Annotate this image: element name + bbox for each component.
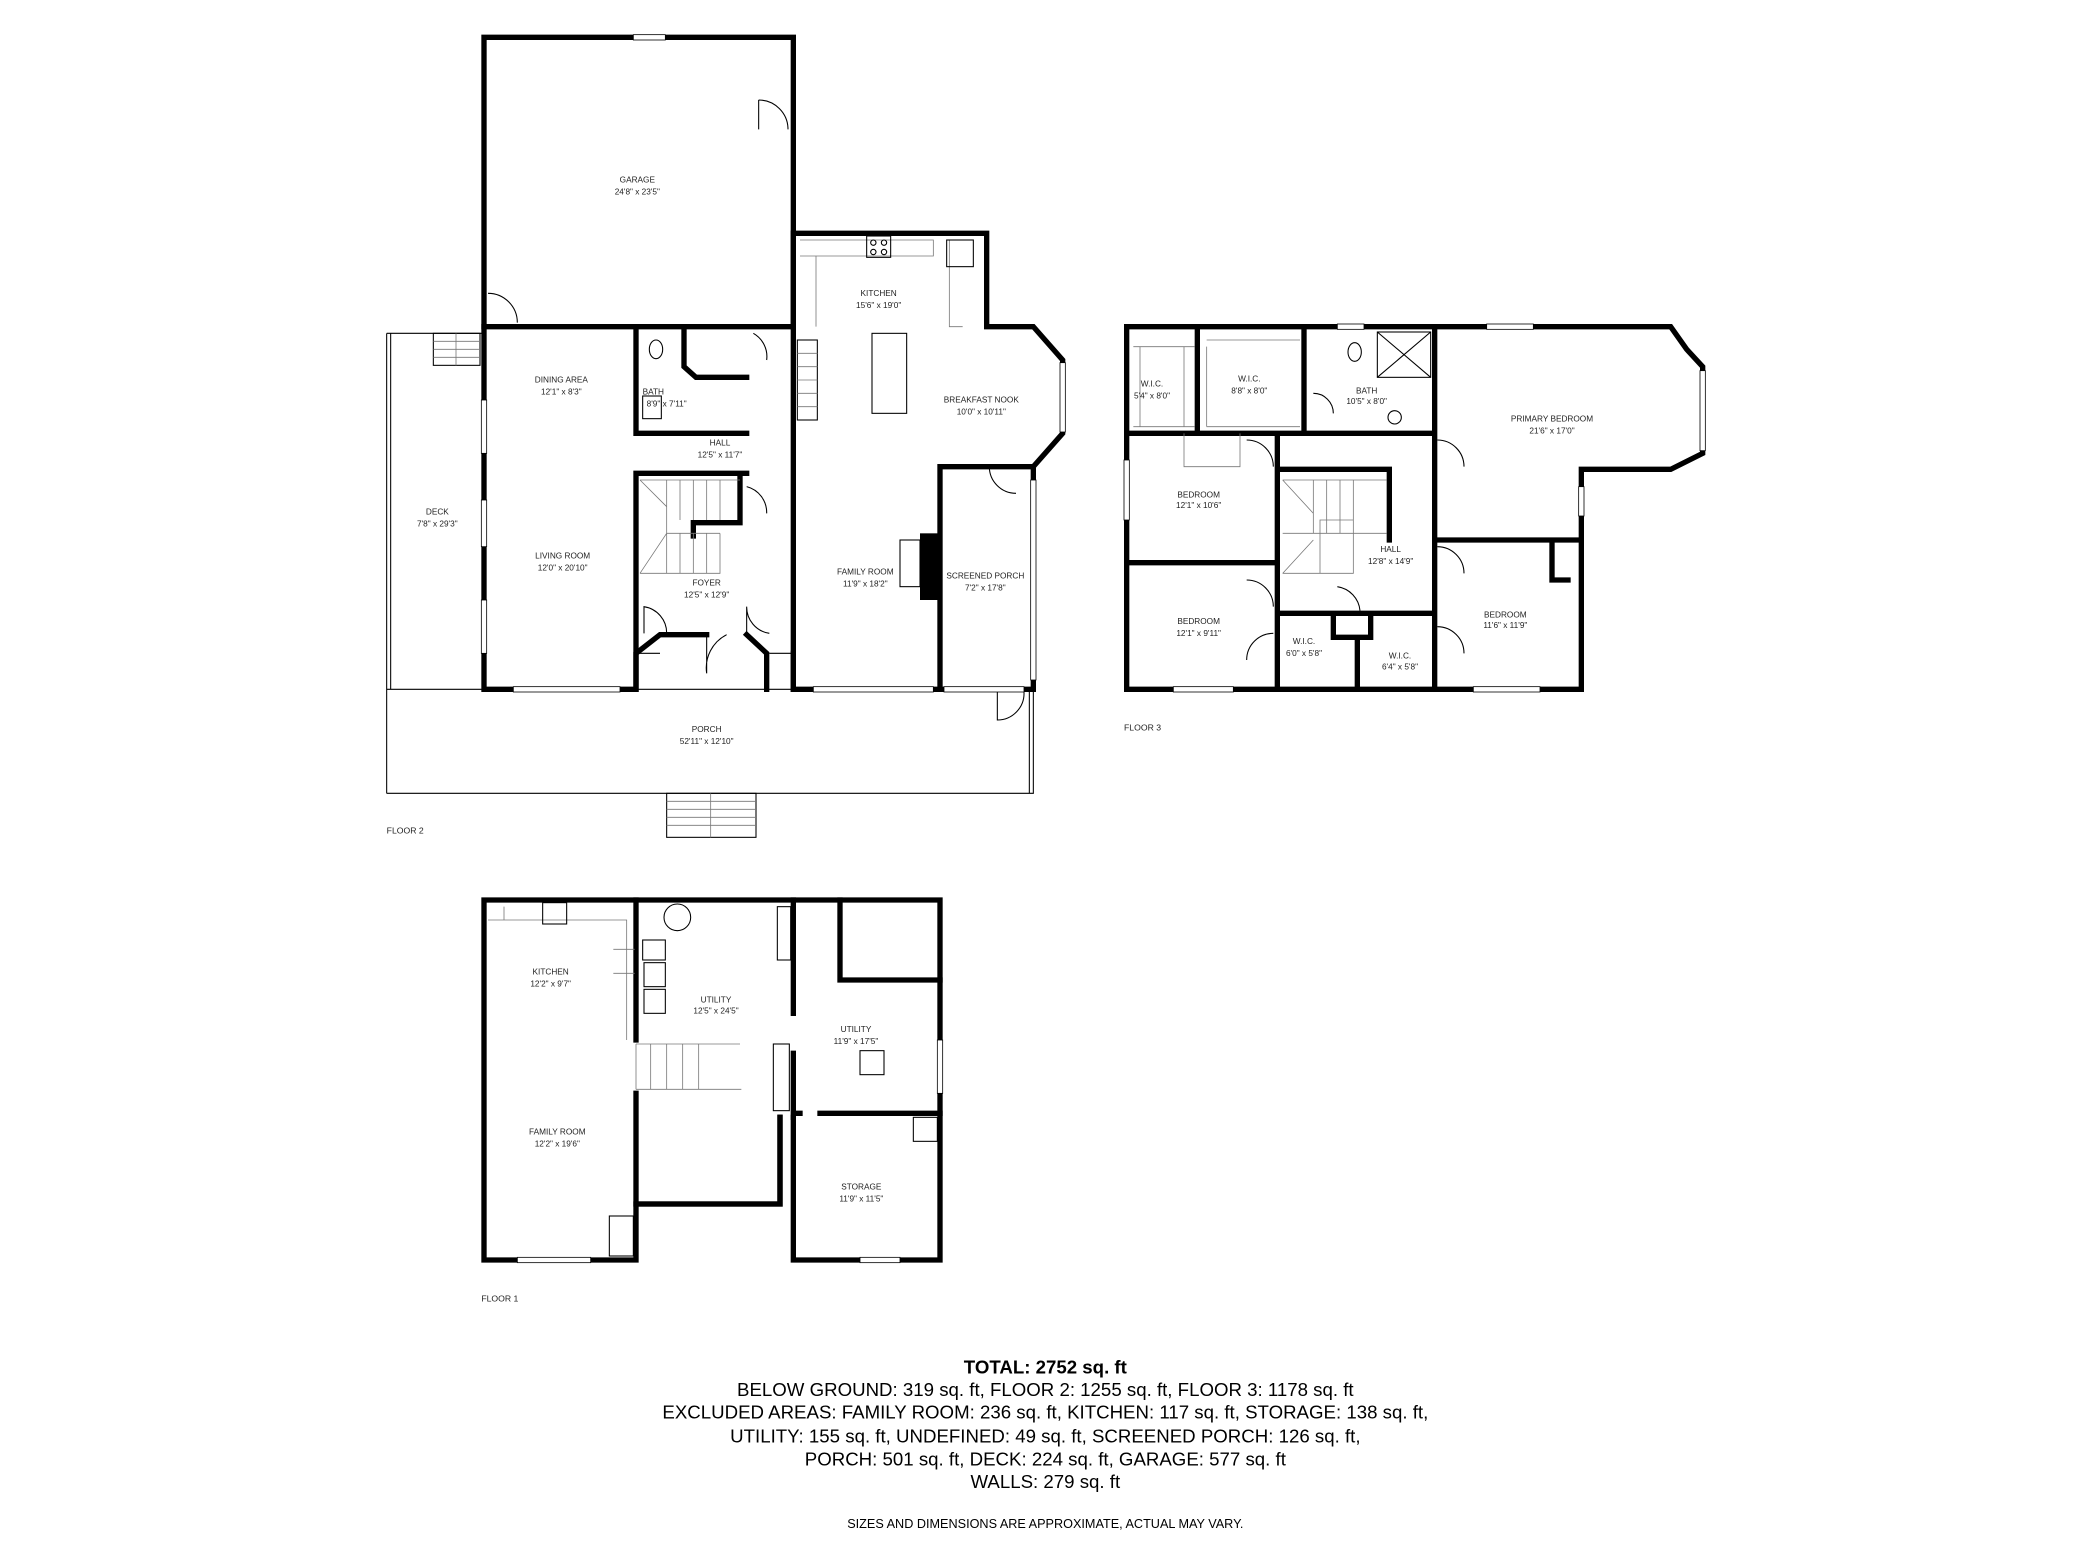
porch-steps [666,792,757,838]
room-name: BATH [1356,386,1377,395]
room-name: KITCHEN [533,968,569,977]
area-summary: TOTAL: 2752 sq. ft BELOW GROUND: 319 sq.… [662,1356,1428,1531]
room-dims: 10'5" x 8'0" [1346,397,1387,406]
room-name: DINING AREA [535,376,589,385]
floor-1-stairs [635,1043,742,1090]
floor-2-interior-walls [633,324,796,692]
floor-3-label: FLOOR 3 [1124,723,1161,733]
room-name: PRIMARY BEDROOM [1511,414,1593,423]
floor-3-plan: W.I.C. 5'4" x 8'0" W.I.C. 8'8" x 8'0" BA… [1123,323,1706,733]
basement-stove [542,902,568,925]
floor-1-plan: KITCHEN 12'2" x 9'7" UTILITY 12'5" x 24'… [481,897,944,1303]
room-dims: 11'6" x 11'9" [1483,621,1527,630]
summary-line: PORCH: 501 sq. ft, DECK: 224 sq. ft, GAR… [805,1448,1287,1469]
room-dims: 12'2" x 9'7" [530,980,571,989]
room-dims: 11'9" x 17'5" [834,1037,879,1046]
room-dims: 8'8" x 8'0" [1231,386,1267,395]
kitchen-island [871,332,908,414]
room-dims: 21'6" x 17'0" [1529,426,1574,435]
deck-outline [386,332,484,794]
room-dims: 7'2" x 17'8" [965,584,1006,593]
floor-2-outer-walls [481,230,1066,692]
floor-1-label: FLOOR 1 [481,1293,518,1303]
room-dims: 52'11" x 12'10" [680,737,734,746]
floor-2-stairs [639,479,740,574]
room-name: FAMILY ROOM [529,1128,586,1137]
room-name: HALL [710,438,731,447]
summary-line: BELOW GROUND: 319 sq. ft, FLOOR 2: 1255 … [737,1379,1354,1400]
room-name: HALL [1380,545,1401,554]
room-dims: 12'5" x 24'5" [693,1006,738,1015]
room-name: BEDROOM [1484,610,1527,619]
stove [866,235,892,258]
room-name: W.I.C. [1141,380,1163,389]
room-dims: 6'4" x 5'8" [1382,662,1418,671]
room-name: W.I.C. [1238,374,1260,383]
room-name: GARAGE [620,176,656,185]
room-dims: 12'1" x 9'11" [1176,629,1221,638]
room-name: BREAKFAST NOOK [944,396,1020,405]
floor-2-label: FLOOR 2 [387,825,424,835]
floor-1-interior-walls [633,897,943,1207]
room-dims: 7'8" x 29'3" [417,520,458,529]
room-dims: 12'8" x 14'9" [1368,557,1413,566]
deck-steps [432,332,481,366]
floor-3-interior-walls [1124,324,1584,692]
room-dims: 8'9" x 7'11" [647,400,687,409]
room-name: BEDROOM [1177,490,1220,499]
room-dims: 12'1" x 10'6" [1176,501,1221,510]
room-name: KITCHEN [861,289,897,298]
porch-outline [386,688,1034,794]
disclaimer: SIZES AND DIMENSIONS ARE APPROXIMATE, AC… [847,1517,1243,1531]
room-dims: 11'9" x 18'2" [843,580,888,589]
room-dims: 12'5" x 11'7" [698,450,743,459]
room-dims: 6'0" x 5'8" [1286,649,1322,658]
room-name: STORAGE [841,1182,882,1191]
room-dims: 5'4" x 8'0" [1134,392,1170,401]
room-name: FOYER [692,578,720,587]
room-name: PORCH [692,725,722,734]
fireplace [920,533,940,600]
room-dims: 12'2" x 19'6" [535,1140,580,1149]
floor-2-plan: GARAGE 24'8" x 23'5" KITCHEN 15'6" x 19'… [386,34,1066,838]
room-name: W.I.C. [1389,652,1411,661]
room-dims: 12'0" x 20'10" [538,564,588,573]
shower [1376,331,1432,378]
summary-line: UTILITY: 155 sq. ft, UNDEFINED: 49 sq. f… [730,1426,1360,1447]
floor-3-stairs [1282,479,1387,574]
water-heater [663,903,692,932]
room-dims: 10'0" x 10'11" [957,408,1006,417]
room-name: BATH [643,388,664,397]
summary-line: WALLS: 279 sq. ft [970,1471,1120,1492]
room-name: DECK [426,508,449,517]
room-dims: 24'8" x 23'5" [615,188,660,197]
room-name: W.I.C. [1293,637,1315,646]
room-name: SCREENED PORCH [946,572,1024,581]
summary-line: EXCLUDED AREAS: FAMILY ROOM: 236 sq. ft,… [662,1402,1428,1423]
room-name: BEDROOM [1177,617,1220,626]
room-dims: 11'9" x 11'5" [839,1194,883,1203]
room-dims: 12'5" x 12'9" [684,590,729,599]
room-name: LIVING ROOM [535,552,590,561]
room-name: UTILITY [701,996,732,1005]
room-name: UTILITY [841,1025,872,1034]
room-dims: 15'6" x 19'0" [856,301,901,310]
total-area: TOTAL: 2752 sq. ft [964,1356,1127,1377]
room-dims: 12'1" x 8'3" [541,388,582,397]
room-name: FAMILY ROOM [837,568,894,577]
